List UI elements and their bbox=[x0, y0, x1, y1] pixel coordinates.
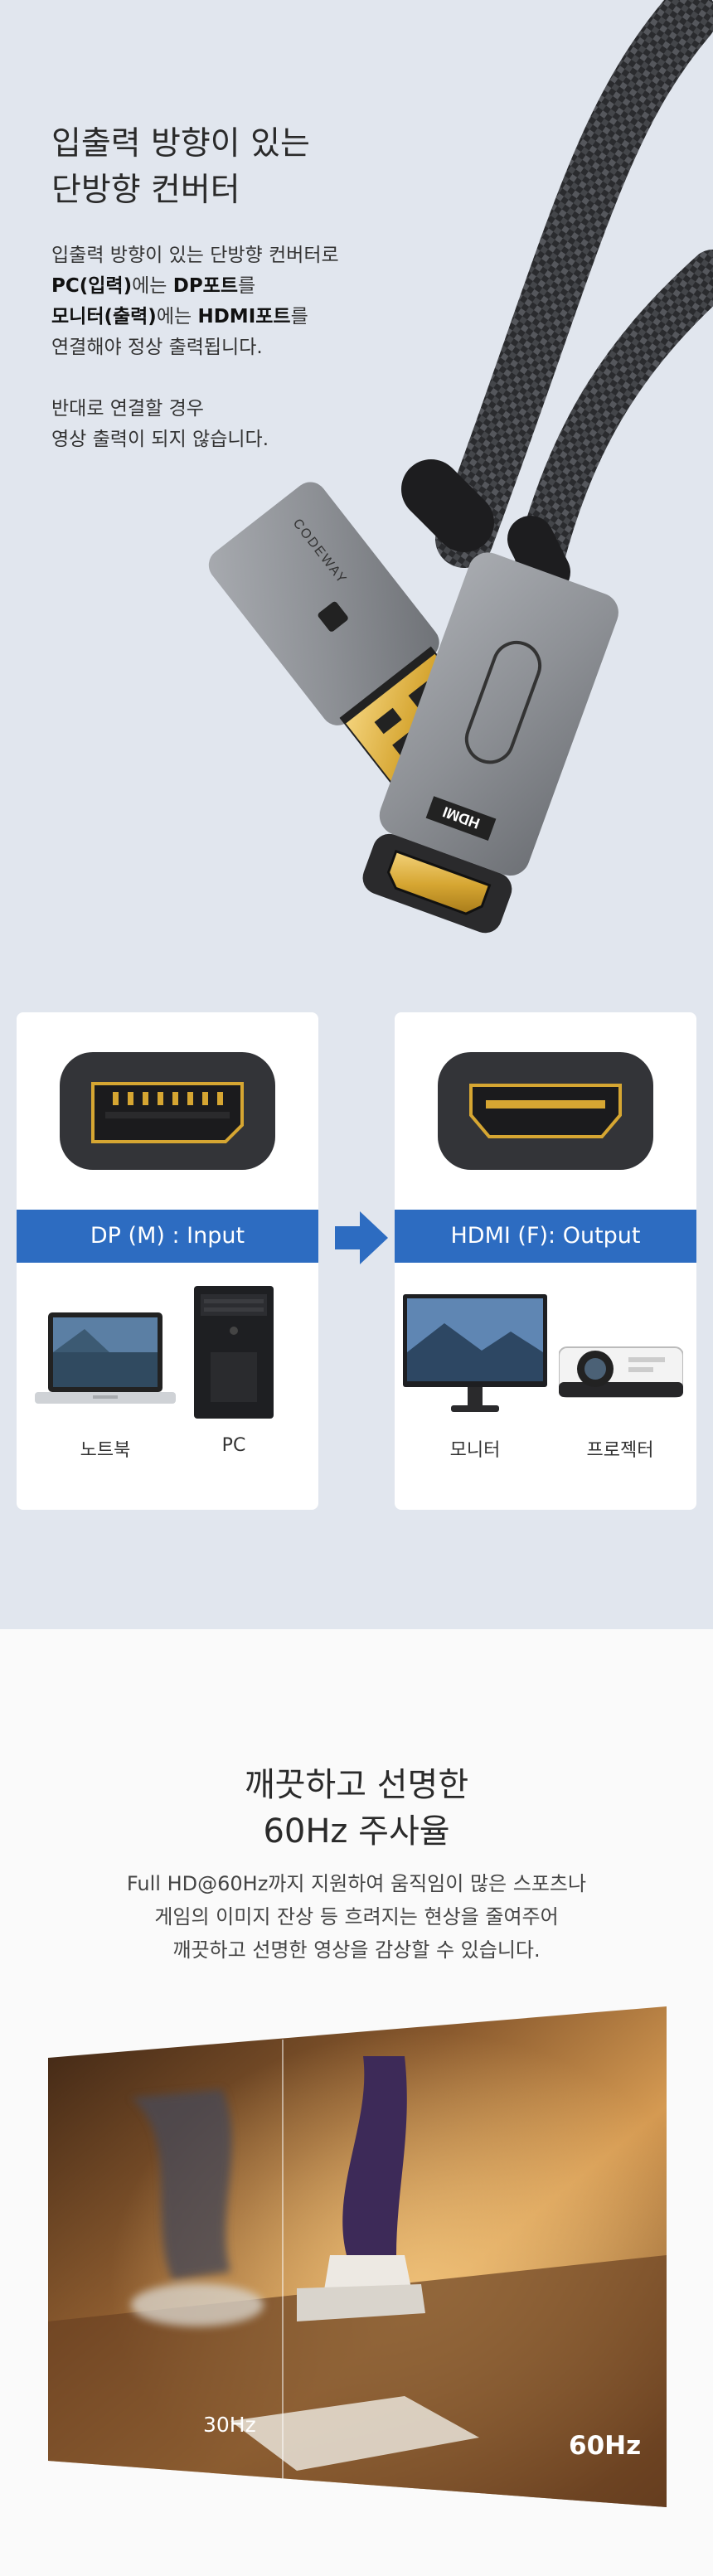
arrow-right-icon bbox=[335, 1211, 388, 1264]
refresh-rate-comparison-image bbox=[48, 2006, 667, 2507]
desc-line: Full HD@60Hz까지 지원하여 움직임이 많은 스포츠나 bbox=[126, 1872, 587, 1895]
device-label-laptop: 노트북 bbox=[80, 1440, 131, 1461]
section-title: 깨끗하고 선명한 60Hz 주사율 bbox=[0, 1762, 713, 1855]
desc-line: 모니터(출력)에는 HDMI포트를 bbox=[51, 302, 339, 332]
laptop-icon bbox=[35, 1312, 176, 1404]
emphasis-text: DP포트 bbox=[172, 275, 239, 297]
monitor-icon bbox=[403, 1294, 547, 1412]
output-card: HDMI (F): Output 모니터 프로젝터 bbox=[395, 1012, 696, 1510]
desc-text: 를 bbox=[238, 275, 256, 297]
desc-line: 깨끗하고 선명한 영상을 감상할 수 있습니다. bbox=[172, 1938, 541, 1962]
dp-to-hdmi-adapter-image: CODEWAY HDMI bbox=[208, 0, 713, 934]
emphasis-text: PC(입력) bbox=[51, 275, 133, 297]
desc-line: 영상 출력이 되지 않습니다. bbox=[51, 429, 269, 450]
title-line: 단방향 컨버터 bbox=[51, 172, 240, 209]
desktop-pc-icon bbox=[194, 1286, 274, 1419]
desc-text: 에는 bbox=[156, 306, 198, 327]
device-label-projector: 프로젝터 bbox=[586, 1440, 654, 1461]
desc-text: 를 bbox=[290, 306, 308, 327]
section-description: Full HD@60Hz까지 지원하여 움직임이 많은 스포츠나 게임의 이미지… bbox=[0, 1867, 713, 1967]
desc-text: 에는 bbox=[132, 275, 173, 297]
desc-line: 연결해야 정상 출력됩니다. bbox=[51, 337, 263, 358]
60hz-label: 60Hz bbox=[569, 2431, 642, 2461]
displayport-port-icon bbox=[60, 1052, 275, 1170]
projector-icon bbox=[559, 1346, 683, 1398]
desc-line: 게임의 이미지 잔상 등 흐려지는 현상을 줄여주어 bbox=[154, 1905, 559, 1928]
30hz-label: 30Hz bbox=[203, 2413, 256, 2437]
section-title: 입출력 방향이 있는 단방향 컨버터 bbox=[51, 121, 310, 214]
emphasis-text: HDMI포트 bbox=[197, 306, 291, 327]
section-description: 입출력 방향이 있는 단방향 컨버터로 PC(입력)에는 DP포트를 모니터(출… bbox=[51, 240, 339, 455]
title-line: 입출력 방향이 있는 bbox=[51, 125, 310, 163]
hdmi-port-icon bbox=[438, 1052, 653, 1170]
device-label-pc: PC bbox=[221, 1435, 246, 1456]
desc-line: 입출력 방향이 있는 단방향 컨버터로 bbox=[51, 245, 339, 266]
desc-line: 반대로 연결할 경우 bbox=[51, 398, 204, 420]
device-label-monitor: 모니터 bbox=[449, 1440, 501, 1461]
input-label-bar: DP (M) : Input bbox=[17, 1210, 318, 1263]
title-line: 깨끗하고 선명한 bbox=[244, 1766, 469, 1804]
input-card: DP (M) : Input 노트북 PC bbox=[17, 1012, 318, 1510]
title-line: 60Hz 주사율 bbox=[263, 1812, 450, 1851]
emphasis-text: 모니터(출력) bbox=[51, 306, 157, 327]
desc-line: PC(입력)에는 DP포트를 bbox=[51, 271, 339, 302]
output-label-bar: HDMI (F): Output bbox=[395, 1210, 696, 1263]
